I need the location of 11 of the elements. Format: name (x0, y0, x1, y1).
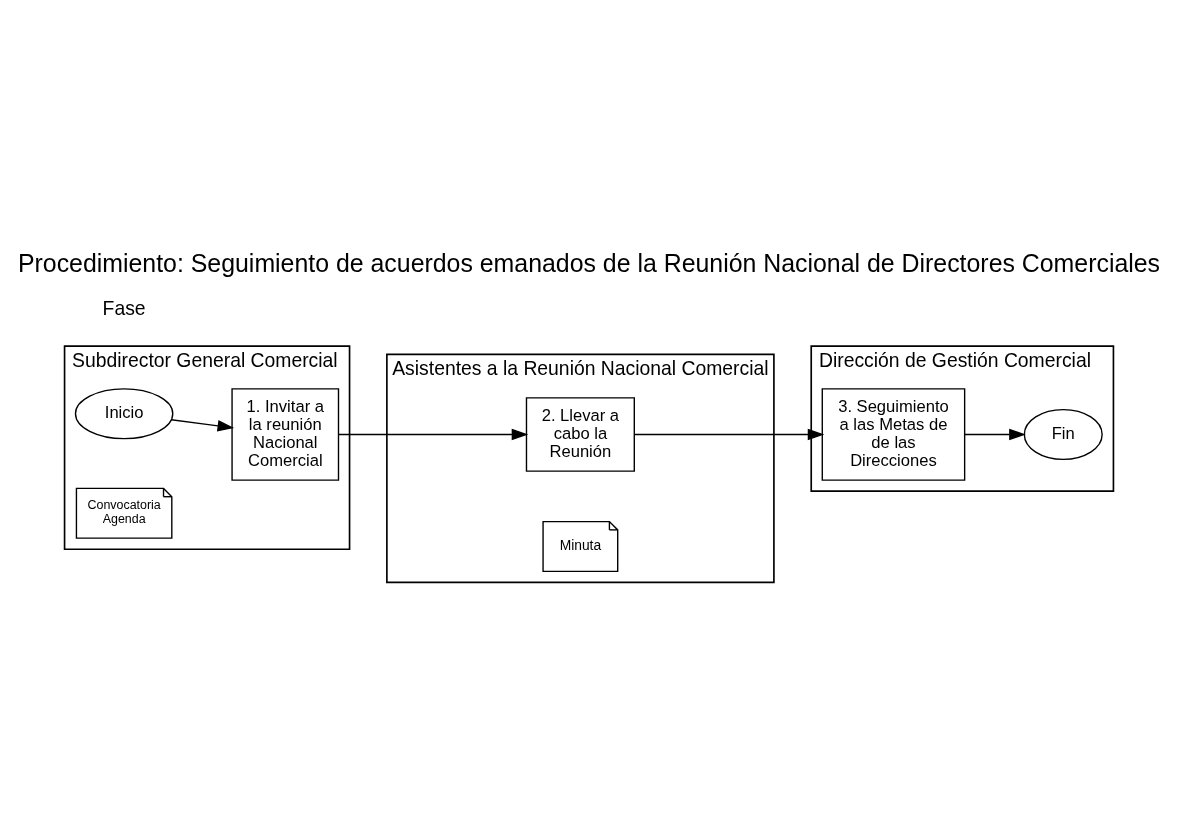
node-box: 2. Llevar a cabo la Reunión (525, 397, 635, 472)
arrow (170, 419, 235, 432)
label: Fase (102, 297, 146, 320)
node-ellipse: Inicio (74, 388, 174, 440)
arrow (964, 428, 1026, 441)
node-ellipse: Fin (1023, 408, 1103, 461)
arrow (338, 428, 529, 441)
diagram-title: Procedimiento: Seguimiento de acuerdos emanados de la Reunión Nacional de Directores Comerciales (17, 248, 1161, 277)
node-box: 3. Seguimiento a las Metas de de las Direcciones (821, 388, 966, 481)
node-box: 1. Invitar a la reunión Nacional Comercial (231, 388, 340, 481)
arrow (633, 428, 825, 441)
